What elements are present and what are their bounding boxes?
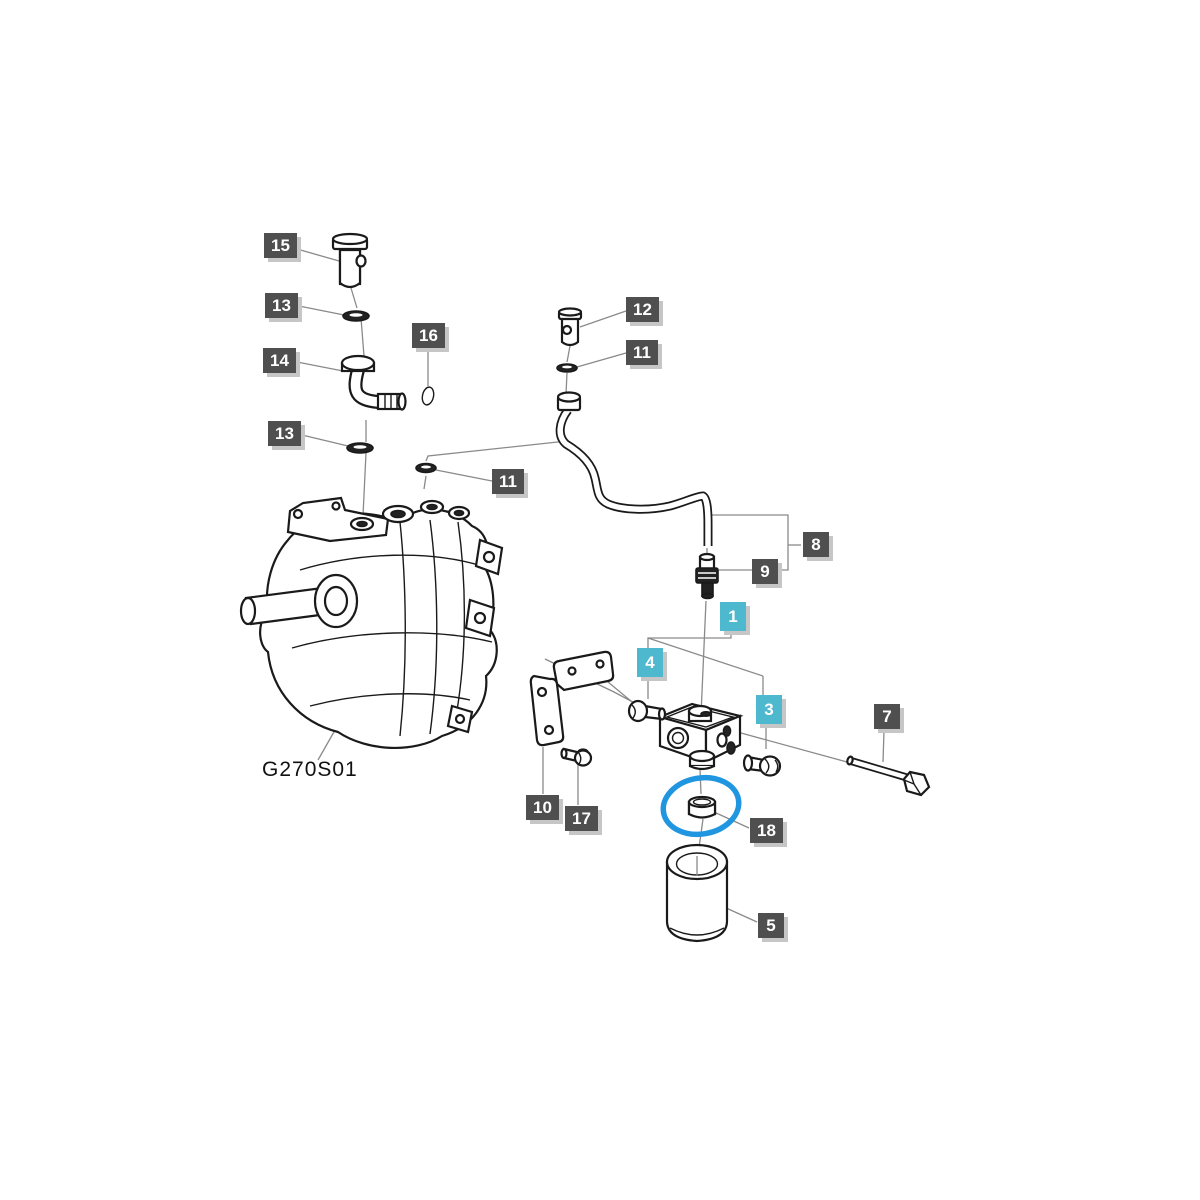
part-15-plug (331, 232, 369, 289)
part-label-12[interactable]: 12 (626, 297, 659, 322)
drawing-code: G270S01 (262, 758, 358, 781)
part-16-oring (421, 386, 435, 406)
part-18-bushing (687, 795, 717, 819)
part-17-bolt (560, 747, 593, 767)
part-1-filter-head (656, 702, 744, 771)
part-8-pipe (555, 391, 713, 546)
part-label-8[interactable]: 8 (803, 532, 829, 557)
part-14-elbow (340, 354, 407, 411)
part-label-11a[interactable]: 11 (626, 340, 658, 365)
part-label-13b[interactable]: 13 (268, 421, 301, 446)
part-label-15[interactable]: 15 (264, 233, 297, 258)
part-4-bolt (627, 699, 667, 723)
part-label-14[interactable]: 14 (263, 348, 296, 373)
part-9-fitting (695, 552, 719, 600)
part-label-17[interactable]: 17 (565, 806, 598, 831)
part-12-bolt (557, 307, 583, 347)
part-label-9[interactable]: 9 (752, 559, 778, 584)
part-13-oring-upper (342, 310, 370, 322)
part-label-10[interactable]: 10 (526, 795, 559, 820)
part-label-1[interactable]: 1 (720, 602, 746, 631)
highlight-circle (660, 774, 742, 838)
part-11-oring-middle (415, 462, 437, 474)
part-label-13a[interactable]: 13 (265, 293, 298, 318)
part-label-5[interactable]: 5 (758, 913, 784, 938)
part-10-bracket (529, 650, 615, 747)
part-label-3[interactable]: 3 (756, 695, 782, 724)
part-label-18[interactable]: 18 (750, 818, 783, 843)
part-label-4[interactable]: 4 (637, 648, 663, 677)
part-3-bolt (742, 754, 782, 777)
part-11-oring-top (556, 363, 578, 373)
gearbox-housing (239, 496, 504, 750)
part-label-16[interactable]: 16 (412, 323, 445, 348)
part-label-7[interactable]: 7 (874, 704, 900, 729)
part-7-bolt (846, 755, 931, 797)
part-label-11b[interactable]: 11 (492, 469, 524, 494)
part-13-oring-lower (346, 442, 374, 454)
